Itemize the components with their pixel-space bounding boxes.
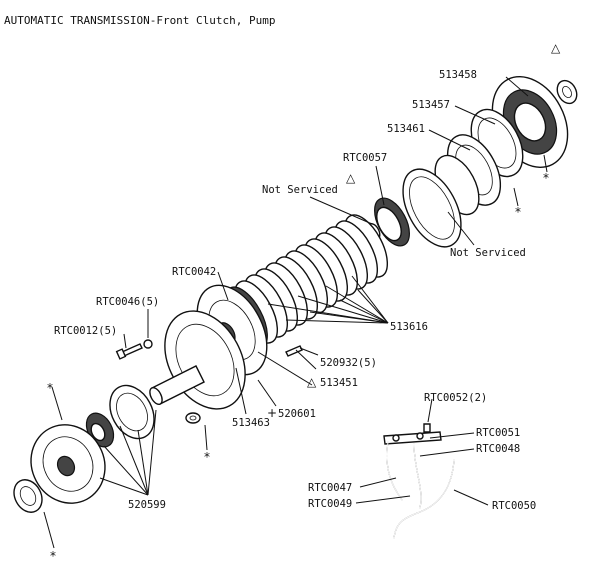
part-labels: 513458 513457 513461 RTC0057 Not Service…: [54, 69, 536, 512]
label-513463: 513463: [232, 417, 270, 429]
diagram-title: AUTOMATIC TRANSMISSION-Front Clutch, Pum…: [4, 14, 276, 27]
label-not-serviced-lower: Not Serviced: [450, 247, 526, 259]
label-513461: 513461: [387, 123, 425, 135]
label-513458: 513458: [439, 69, 477, 81]
label-rtc0042: RTC0042: [172, 266, 216, 278]
label-513451: 513451: [320, 377, 358, 389]
label-513616: 513616: [390, 321, 428, 333]
part-ring-not-serviced: [402, 168, 462, 248]
label-rtc0052: RTC0052(2): [424, 392, 487, 404]
triangle-mark-513451: △: [307, 375, 317, 389]
triangle-mark-top: △: [551, 41, 561, 55]
markers: △ △ △ + * * * * *: [47, 41, 561, 563]
label-rtc0047: RTC0047: [308, 482, 352, 494]
label-rtc0046: RTC0046(5): [96, 296, 159, 308]
part-513463-stator-support: [149, 310, 246, 410]
asterisk-mark-drum: *: [543, 171, 549, 185]
leader-lines: [43, 76, 548, 549]
label-rtc0050: RTC0050: [492, 500, 536, 512]
part-tube-assembly: [383, 423, 455, 539]
label-rtc0012: RTC0012(5): [54, 325, 117, 337]
label-513457: 513457: [412, 99, 450, 111]
label-rtc0049: RTC0049: [308, 498, 352, 510]
label-rtc0048: RTC0048: [476, 443, 520, 455]
label-rtc0051: RTC0051: [476, 427, 520, 439]
asterisk-mark-spring: *: [515, 205, 521, 219]
part-520599-pump-gear-outer: [109, 384, 155, 440]
part-washer-small: [185, 412, 201, 424]
label-not-serviced-upper: Not Serviced: [262, 184, 338, 196]
triangle-mark-rtc0057: △: [346, 171, 356, 185]
label-rtc0057: RTC0057: [343, 152, 387, 164]
part-front-seal: [13, 479, 43, 513]
plus-mark-520601: +: [267, 406, 277, 420]
part-rtc0012-bolt: [115, 343, 143, 360]
asterisk-mark-seal: *: [50, 549, 56, 563]
asterisk-mark-pump-body: *: [47, 381, 53, 395]
label-520599: 520599: [128, 499, 166, 511]
part-520932-bolt: [285, 345, 303, 357]
label-520601: 520601: [278, 408, 316, 420]
part-520599-pump-body: [30, 424, 106, 504]
label-520932: 520932(5): [320, 357, 377, 369]
part-rtc0046-washer: [143, 339, 153, 349]
asterisk-mark-washer: *: [204, 450, 210, 464]
